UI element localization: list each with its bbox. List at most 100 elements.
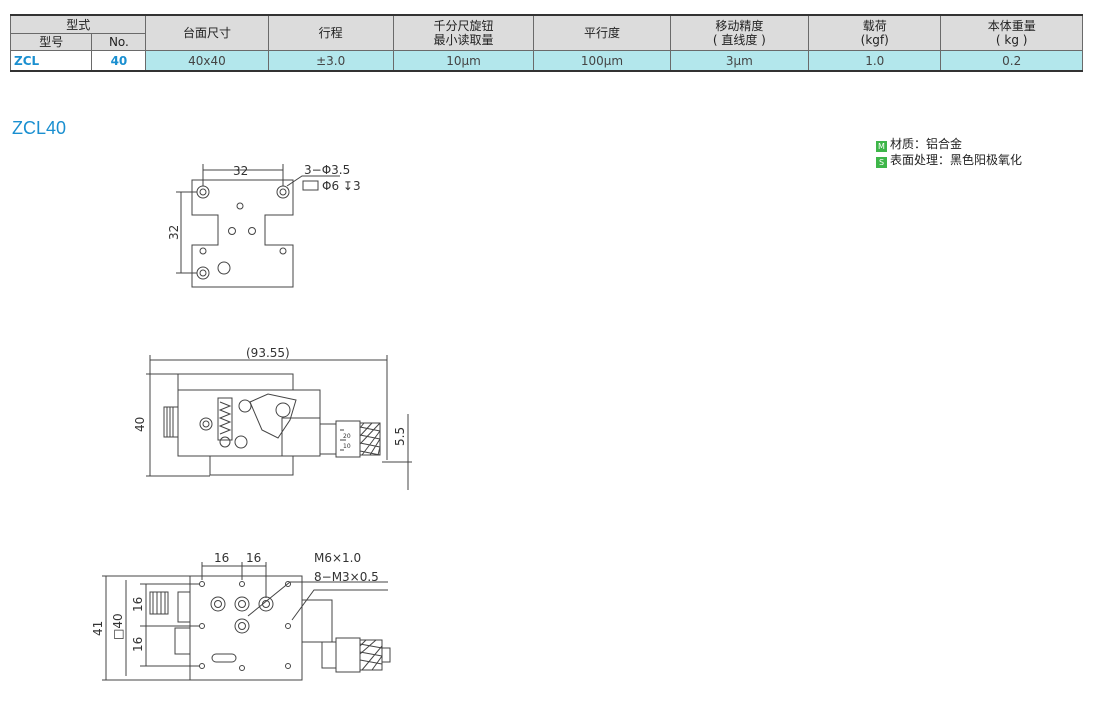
stage-body (177, 389, 321, 457)
lever-arm (249, 393, 297, 439)
small-hole (228, 227, 236, 235)
counterbore-symbol-icon (302, 180, 319, 191)
counterbore-hole (199, 188, 207, 196)
leader-line (286, 175, 340, 187)
material-text: 材质：铝合金 (890, 137, 963, 151)
cell-micrometer: 10μm (392, 50, 535, 72)
header-accuracy-line2: ( 直线度 ) (712, 33, 766, 47)
header-load-line2: (kgf) (860, 33, 889, 47)
top-view-outline (191, 179, 294, 288)
header-model: 型号 (9, 33, 93, 51)
bottom-view-drawing: 16 16 M6×1.0 8−M3×0.5 41 □40 16 16 (91, 551, 391, 681)
bottom-dim-v-pitch-2: 16 (131, 637, 145, 652)
side-dim-height: 40 (133, 417, 147, 432)
micrometer-sleeve (321, 641, 337, 669)
m6-hole (258, 596, 274, 612)
header-load: 载荷 (kgf) (808, 14, 942, 51)
spring-housing (217, 397, 233, 441)
header-accuracy: 移动精度 ( 直线度 ) (669, 14, 810, 51)
bottom-dim-pitch-2: 16 (246, 551, 261, 565)
header-micrometer-line1: 千分尺旋钮 (433, 19, 494, 33)
table-row: ZCL 40 40x40 ±3.0 10μm 100μm 3μm 1.0 0.2 (9, 50, 1083, 72)
micrometer-sleeve (319, 423, 337, 455)
header-micrometer-line2: 最小读取量 (433, 33, 494, 47)
adjust-knob-grip (149, 591, 169, 615)
bottom-dim-v-pitch-1: 16 (131, 597, 145, 612)
cell-table-size: 40x40 (145, 50, 269, 72)
bottom-plate-outline (189, 575, 303, 681)
spec-table: 型式 台面尺寸 行程 千分尺旋钮 最小读取量 平行度 移动精度 ( 直线度 ) … (9, 14, 1083, 72)
surface-text: 表面处理：黑色阳极氧化 (890, 153, 1023, 167)
screw-head (238, 399, 252, 413)
top-dim-width: 32 (233, 164, 248, 178)
scale-mark: 20 (343, 433, 351, 440)
top-dim-height: 32 (167, 225, 181, 240)
adjust-knob (163, 406, 179, 438)
header-weight-line2: ( kg ) (995, 33, 1028, 47)
m3-hole (199, 581, 205, 587)
m3-hole (285, 581, 291, 587)
bottom-dim-pitch-1: 16 (214, 551, 229, 565)
side-view-drawing: (93.55) 40 5.5 20 10 (133, 346, 412, 490)
callout-thread-m6: M6×1.0 (314, 551, 361, 565)
header-micrometer: 千分尺旋钮 最小读取量 (392, 14, 535, 51)
cell-weight: 0.2 (940, 50, 1083, 72)
cell-travel: ±3.0 (267, 50, 394, 72)
screw-head (234, 435, 248, 449)
hole-callout-line2: Φ6 ↧3 (322, 179, 361, 193)
hole-callout-line1: 3−Φ3.5 (304, 163, 350, 177)
adjust-knob (177, 591, 191, 623)
small-hole (236, 202, 244, 210)
micrometer-ratchet (359, 639, 383, 671)
screw-head (219, 436, 231, 448)
material-badge-icon: M (876, 141, 887, 152)
model-title: ZCL40 (12, 118, 67, 138)
header-table-size: 台面尺寸 (145, 14, 269, 51)
side-block (174, 627, 191, 655)
scale-mark: 10 (343, 443, 351, 450)
screw-head (199, 417, 213, 431)
header-weight-line1: 本体重量 (987, 19, 1036, 33)
small-hole (248, 227, 256, 235)
counterbore-hole (279, 188, 287, 196)
m3-hole (199, 663, 205, 669)
stage-top-plate (177, 373, 294, 391)
surface-badge-icon: S (876, 157, 887, 168)
bottom-dim-total-height: 41 (91, 621, 105, 636)
callout-thread-m3: 8−M3×0.5 (314, 570, 379, 584)
micrometer-end (382, 647, 391, 663)
spring-icon (218, 401, 232, 435)
m6-hole (234, 618, 250, 634)
m3-hole (239, 665, 245, 671)
cell-no: 40 (91, 50, 147, 72)
header-no: No. (91, 33, 147, 51)
m3-hole (199, 623, 205, 629)
m3-hole (285, 663, 291, 669)
small-hole (199, 247, 207, 255)
counterbore-hole (199, 269, 207, 277)
cell-accuracy: 3μm (669, 50, 810, 72)
m3-hole (239, 581, 245, 587)
cell-model: ZCL (9, 50, 93, 72)
small-hole (279, 247, 287, 255)
counterbore-hole (196, 185, 210, 199)
header-accuracy-line1: 移动精度 (715, 19, 764, 33)
pivot-screw (275, 402, 291, 418)
leader-line (247, 581, 388, 617)
slot (211, 653, 237, 663)
bottom-dim-square: □40 (111, 613, 125, 640)
m6-hole (210, 596, 226, 612)
side-dim-offset: 5.5 (393, 427, 407, 446)
pin-hole (217, 261, 231, 275)
side-dim-length: (93.55) (246, 346, 290, 360)
cell-load: 1.0 (808, 50, 942, 72)
header-type-group: 型式 (9, 14, 147, 34)
header-load-line1: 载荷 (862, 19, 887, 33)
counterbore-hole (276, 185, 290, 199)
m6-hole (234, 596, 250, 612)
micrometer-mount (301, 599, 333, 643)
